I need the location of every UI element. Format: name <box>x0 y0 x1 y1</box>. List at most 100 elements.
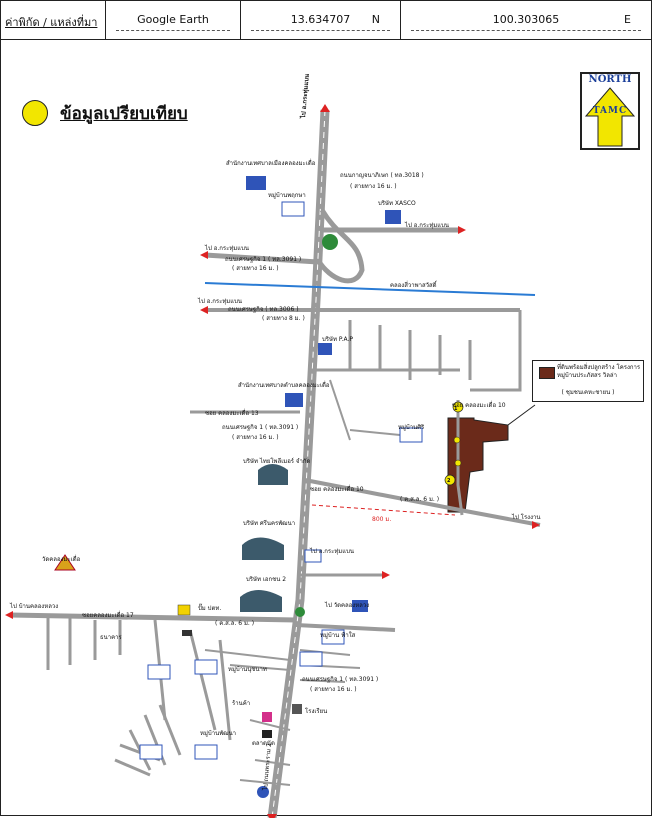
source-cell: Google Earth <box>106 1 241 39</box>
marker-4 <box>454 459 462 467</box>
main-road <box>267 109 330 818</box>
label-marker1: 1 <box>454 406 458 412</box>
temple-icon <box>54 554 76 571</box>
label-road-main3: ถนนเศรษฐกิจ 1 ( ทล.3091 ) <box>302 676 379 683</box>
coord-label: ค่าพิกัด / แหล่งที่มา <box>5 16 98 29</box>
label-bank: ธนาคาร <box>100 634 122 641</box>
map-title: ข้อมูลเปรียบเทียบ <box>60 104 188 124</box>
subject-parcel <box>447 417 509 513</box>
north-arrow-icon <box>584 87 636 147</box>
subject-access <box>456 400 464 516</box>
source-value: Google Earth <box>137 13 209 26</box>
village-icon-3 <box>321 629 345 645</box>
office-icon-2 <box>285 393 303 407</box>
label-soi10b: ซอย คลองมะเดื่อ 10 <box>452 402 506 409</box>
label-marker2: 2 <box>447 478 451 484</box>
label-company-top: บริษัท XASCO <box>378 200 416 207</box>
label-lanes3: ( สายทาง 16 ม. ) <box>310 686 357 693</box>
tree-icon-2 <box>295 607 305 617</box>
label-village3: หมู่บ้าน ฟ้าใส <box>320 632 356 639</box>
label-village1: หมู่บ้านพฤกษา <box>268 192 306 199</box>
label-to-right3: ไป วัดคลองหลวง <box>325 602 370 609</box>
title-bullet <box>22 100 48 126</box>
north-letters: TAMC <box>592 106 628 116</box>
label-shop: ร้านค้า <box>232 700 251 707</box>
label-distance: 800 ม. <box>372 516 392 523</box>
label-road-b-w: ( สายทาง 8 ม. ) <box>262 315 305 322</box>
office-icon-1 <box>246 176 266 190</box>
longitude-value: 100.303065 <box>492 13 560 26</box>
label-road-top: ถนนกาญจนาภิเษก ( ทล.3018 ) <box>340 172 424 179</box>
label-to-left2: ไป อ.กระทุ่มแบน <box>198 298 243 305</box>
label-village4: หมู่บ้านนุชนาท <box>228 666 267 673</box>
label-soi10: ซอย คลองมะเดื่อ 10 <box>310 486 364 493</box>
village-icon-5 <box>147 664 171 680</box>
label-road-b: ถนนเศรษฐกิจ ( ทล.3006 ) <box>228 306 299 313</box>
label-school: โรงเรียน <box>305 708 328 715</box>
coord-label-cell: ค่าพิกัด / แหล่งที่มา <box>1 1 106 39</box>
north-arrow: NORTH TAMC <box>580 72 640 150</box>
latitude-dir: N <box>371 13 380 26</box>
distance-arrow <box>311 504 456 516</box>
bottom-marker <box>257 786 269 798</box>
label-road-top-w: ( สายทาง 16 ม. ) <box>350 183 397 190</box>
label-gas: ปั๊ม ปตท. <box>198 605 222 612</box>
longitude-cell: 100.303065 E <box>401 1 651 39</box>
bank-icon <box>182 630 192 636</box>
legend-text: ที่ดินพร้อมสิ่งปลูกสร้าง โครงการหมู่บ้าน… <box>557 364 641 379</box>
legend-box: ที่ดินพร้อมสิ่งปลูกสร้าง โครงการหมู่บ้าน… <box>532 360 644 402</box>
label-lanes1: ( สายทาง 16 ม. ) <box>232 265 279 272</box>
label-lanes2: ( สายทาง 16 ม. ) <box>232 434 279 441</box>
label-market: ตลาดนัด <box>252 740 275 747</box>
legend-swatch <box>539 367 555 379</box>
arrow-left1 <box>200 251 208 259</box>
label-to-left3: ไป บ้านคลองหลวง <box>10 603 59 610</box>
village-icon-8 <box>139 744 163 760</box>
latitude-cell: 13.634707 N <box>241 1 401 39</box>
factory-icon-3 <box>240 590 282 612</box>
label-to-right1: ไป อ.กระทุ่มแบน <box>405 222 450 229</box>
label-pap: บริษัท P.A.P <box>322 336 353 343</box>
label-factory2: บริษัท ศรีนครพัฒนา <box>243 520 296 527</box>
shop-icon <box>262 712 272 722</box>
coordinate-header: ค่าพิกัด / แหล่งที่มา Google Earth 13.63… <box>0 0 652 40</box>
longitude-dir: E <box>624 13 631 26</box>
office-icon-3 <box>318 343 332 355</box>
factory-icons <box>240 464 288 612</box>
village-icon-9 <box>304 549 322 563</box>
label-village5: หมู่บ้านพัฒนา <box>200 730 237 737</box>
market-icon <box>262 730 272 738</box>
soi17-road <box>9 612 297 623</box>
label-canal: คลองสี่วาพาสวัสดิ์ <box>390 282 437 289</box>
label-office2: สำนักงานเทศบาลตำบลคลองมะเดื่อ <box>238 382 330 389</box>
soi10-road <box>304 478 541 527</box>
gas-icon <box>177 604 191 616</box>
marker-1 <box>452 401 464 413</box>
arrow-left3 <box>5 611 13 619</box>
label-road-main1: ถนนเศรษฐกิจ 1 ( ทล.3091 ) <box>225 256 302 263</box>
road-top-left <box>204 252 319 265</box>
label-road-width2: ( ค.ส.ล. 6 ม. ) <box>215 620 255 627</box>
arrow-top <box>320 104 330 112</box>
label-to-left1: ไป อ.กระทุ่มแบน <box>205 245 250 252</box>
canal-line <box>204 282 536 296</box>
factory-icon-2 <box>242 537 284 560</box>
label-soi13: ซอย คลองมะเดื่อ 13 <box>205 410 259 417</box>
office-icon-5 <box>385 210 401 224</box>
arrow-bottom <box>267 814 277 818</box>
label-village2: หมู่บ้านศิริ <box>398 424 425 431</box>
village-icon-7 <box>194 744 218 760</box>
marker-2 <box>444 474 456 486</box>
label-soi17: ซอยคลองมะเดื่อ 17 <box>82 612 134 619</box>
label-factory3: บริษัท เอกชน 2 <box>246 576 287 583</box>
north-label: NORTH <box>588 74 632 85</box>
latitude-value: 13.634707 <box>290 13 351 26</box>
marker-3 <box>453 436 461 444</box>
village-icon-6 <box>194 659 218 675</box>
label-to-right2: ไป อ.กระทุ่มแบน <box>310 548 355 555</box>
factory-icon-1 <box>258 464 288 485</box>
label-office: สำนักงานเทศบาลเมืองคลองมะเดื่อ <box>226 160 316 167</box>
school-icon <box>292 704 302 714</box>
arrow-left2 <box>200 306 208 314</box>
legend-sub: ( ชุมชนเคหะชายน ) <box>561 389 615 396</box>
